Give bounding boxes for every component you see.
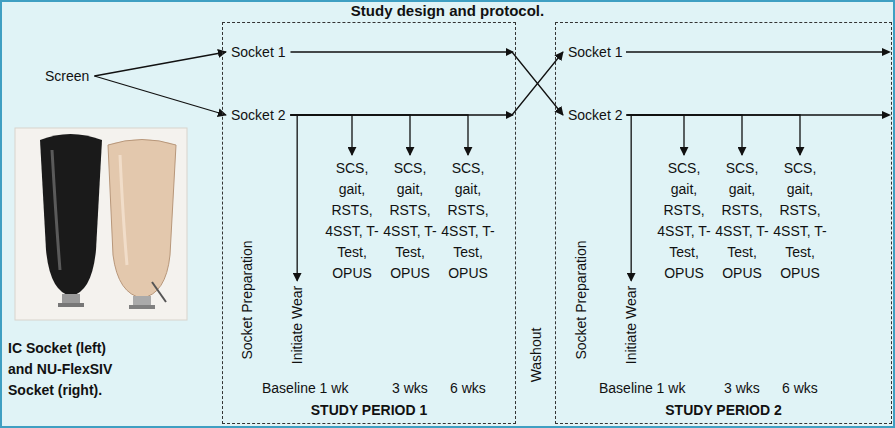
socket-line-decoration	[506, 48, 891, 119]
node-text: Socket Preparation	[571, 240, 589, 359]
node-text: Socket 1	[568, 43, 622, 61]
node-text: Initiate Wear	[288, 286, 306, 364]
timepoint-label: Baseline 1 wk	[599, 379, 685, 397]
assessment-list: SCS, gait, RSTS, 4SST, T-Test, OPUS	[657, 158, 711, 284]
node-text: SCS, gait, RSTS, 4SST, T-Test, OPUS	[773, 158, 827, 284]
node-text: STUDY PERIOD 2	[556, 401, 891, 419]
flow-arrow	[290, 52, 563, 115]
node-text: Socket Preparation	[237, 240, 255, 359]
node-text: SCS, gait, RSTS, 4SST, T-Test, OPUS	[383, 158, 437, 284]
washout-label: Washout	[527, 328, 545, 383]
node-text: SCS, gait, RSTS, 4SST, T-Test, OPUS	[715, 158, 769, 284]
flow-arrow	[290, 115, 410, 155]
socket-arm: Socket 2	[229, 106, 287, 124]
flow-arrow	[627, 115, 631, 281]
node-text: Screen	[45, 67, 89, 85]
socket-arm: Socket 1	[566, 43, 624, 61]
timepoint-label: 6 wks	[450, 379, 486, 397]
timepoint-label: 6 wks	[782, 379, 818, 397]
socket-photo	[15, 128, 187, 320]
timepoint-label: Baseline 1 wk	[262, 379, 348, 397]
photo-caption: IC Socket (left) and NU-FlexSIV Socket (…	[8, 338, 130, 401]
node-text: Socket 2	[231, 106, 285, 124]
node-text: Socket 2	[568, 106, 622, 124]
screen-step: Screen	[43, 67, 91, 85]
timepoint-label: 3 wks	[392, 379, 428, 397]
flow-arrow	[290, 52, 563, 115]
flow-arrow	[627, 115, 800, 155]
flow-arrow	[627, 115, 684, 155]
assessment-list: SCS, gait, RSTS, 4SST, T-Test, OPUS	[715, 158, 769, 284]
diagram-title: Study design and protocol.	[0, 2, 895, 20]
socket-arm: Socket 2	[566, 106, 624, 124]
initiate-wear-step: Initiate Wear	[288, 284, 306, 366]
flow-arrow	[94, 76, 226, 115]
flow-arrow	[290, 115, 468, 155]
socket-arm: Socket 1	[229, 43, 287, 61]
node-text: Socket 1	[231, 43, 285, 61]
flow-arrow	[290, 115, 297, 281]
node-text: STUDY PERIOD 1	[223, 401, 515, 419]
node-text: Initiate Wear	[622, 286, 640, 364]
timepoint-label: 3 wks	[724, 379, 760, 397]
node-text: SCS, gait, RSTS, 4SST, T-Test, OPUS	[325, 158, 379, 284]
flow-arrow	[627, 115, 742, 155]
node-text: SCS, gait, RSTS, 4SST, T-Test, OPUS	[657, 158, 711, 284]
assessment-list: SCS, gait, RSTS, 4SST, T-Test, OPUS	[325, 158, 379, 284]
study-period-box: STUDY PERIOD 2 Socket 1 Socket 2 Socket Pre…	[555, 22, 892, 424]
flow-arrow	[290, 115, 352, 155]
study-period-box: STUDY PERIOD 1 Socket 1 Socket 2 Socket Pre…	[222, 22, 516, 424]
socket-preparation-step: Socket Preparation	[237, 238, 255, 361]
node-text: SCS, gait, RSTS, 4SST, T-Test, OPUS	[441, 158, 495, 284]
assessment-list: SCS, gait, RSTS, 4SST, T-Test, OPUS	[773, 158, 827, 284]
socket-preparation-step: Socket Preparation	[571, 238, 589, 361]
flow-arrow	[94, 52, 226, 76]
assessment-list: SCS, gait, RSTS, 4SST, T-Test, OPUS	[441, 158, 495, 284]
assessment-list: SCS, gait, RSTS, 4SST, T-Test, OPUS	[383, 158, 437, 284]
initiate-wear-step: Initiate Wear	[622, 284, 640, 366]
